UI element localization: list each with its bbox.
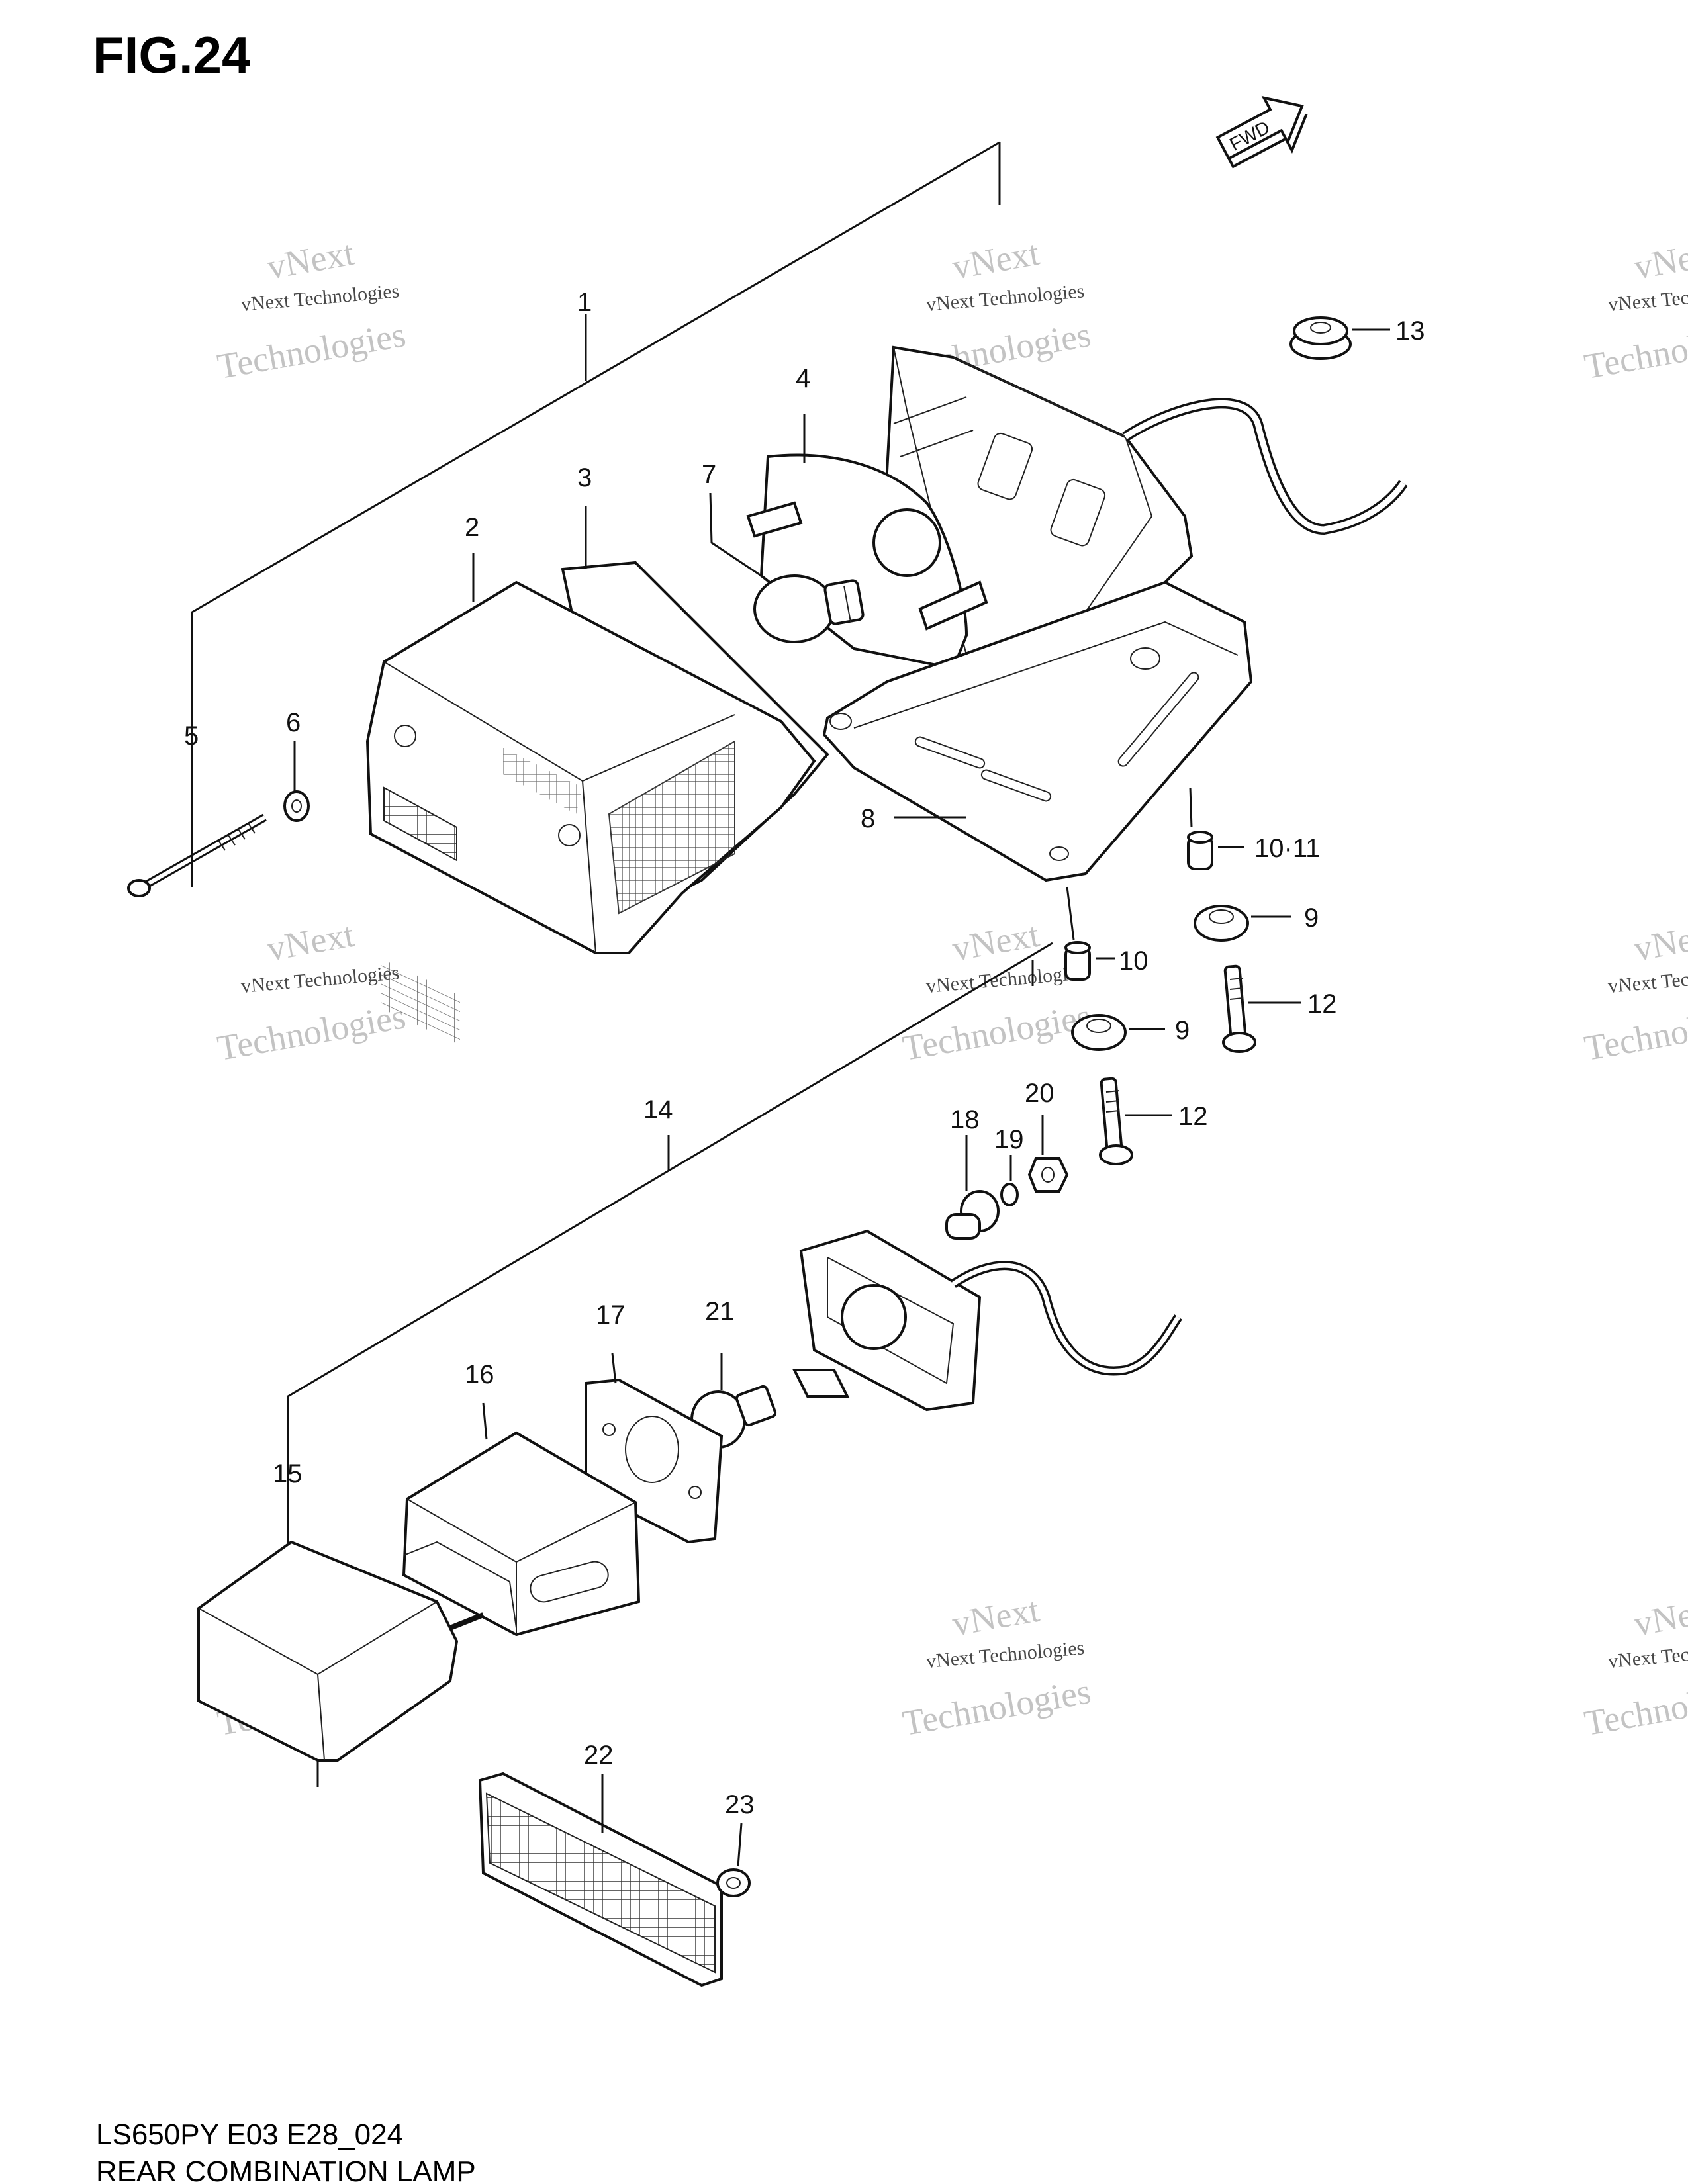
part-20-nut	[1027, 1157, 1069, 1193]
callout-20: 20	[1025, 1079, 1055, 1108]
leader-lines	[191, 328, 1390, 1867]
svg-text:vNext Technologies: vNext Technologies	[240, 962, 400, 997]
callout-17: 17	[596, 1300, 626, 1330]
callout-16: 16	[465, 1360, 494, 1389]
figure-caption: REAR COMBINATION LAMP	[96, 2156, 476, 2184]
callout-18: 18	[950, 1105, 980, 1134]
svg-text:vNext: vNext	[1631, 233, 1688, 287]
svg-text:vNext Technologies: vNext Technologies	[925, 280, 1086, 316]
svg-text:vNext: vNext	[264, 915, 357, 969]
wire-harness-lower	[951, 1261, 1182, 1376]
part-5-bolt	[127, 813, 267, 897]
callout-labels: 1 2 3 4 5 6 7 8 9 9 10 10·11 12 12 13 14…	[184, 288, 1425, 1819]
callout-10: 10	[1119, 946, 1149, 976]
svg-text:Technologies: Technologies	[1581, 1671, 1688, 1743]
part-13-grommet	[1289, 316, 1352, 360]
part-15-lens	[197, 1540, 485, 1762]
group-line-14	[287, 942, 1053, 1555]
part-9-grommet-lower	[1071, 1014, 1127, 1051]
callout-8: 8	[861, 804, 875, 833]
part-23-nut	[716, 1868, 751, 1897]
svg-text:vNext: vNext	[949, 1590, 1042, 1644]
svg-text:vNext: vNext	[949, 233, 1042, 287]
svg-text:vNext: vNext	[264, 233, 357, 287]
svg-text:Technologies: Technologies	[900, 1671, 1094, 1743]
callout-23: 23	[725, 1790, 755, 1819]
svg-text:vNext Technologies: vNext Technologies	[1607, 280, 1688, 316]
callout-1: 1	[577, 288, 592, 317]
svg-text:vNext: vNext	[1631, 915, 1688, 969]
part-7-bulb	[753, 574, 865, 643]
callout-9a: 9	[1304, 903, 1319, 933]
callout-12a: 12	[1307, 989, 1337, 1019]
callout-10-11: 10·11	[1254, 834, 1320, 863]
callout-13: 13	[1395, 316, 1425, 345]
callout-7: 7	[702, 460, 716, 489]
svg-text:vNext Technologies: vNext Technologies	[925, 962, 1086, 997]
svg-text:Technologies: Technologies	[900, 996, 1094, 1068]
model-code: LS650PY E03 E28_024	[96, 2118, 403, 2151]
callout-19: 19	[994, 1125, 1024, 1154]
svg-text:Technologies: Technologies	[1581, 996, 1688, 1068]
part-12-bolt-lower	[1099, 1077, 1133, 1165]
part-18-stud	[945, 1190, 1000, 1240]
part-2-tail-lamp-lens	[365, 580, 816, 1046]
svg-text:vNext Technologies: vNext Technologies	[1607, 1637, 1688, 1672]
part-12-bolt-upper	[1222, 964, 1256, 1053]
figure-title: FIG.24	[93, 26, 250, 84]
callout-6: 6	[286, 708, 301, 737]
part-22-reflector	[478, 1772, 723, 1987]
callout-5: 5	[184, 721, 199, 751]
callout-15: 15	[273, 1459, 303, 1488]
callout-2: 2	[465, 513, 479, 542]
svg-text:vNext: vNext	[949, 915, 1042, 969]
callout-22: 22	[584, 1741, 614, 1770]
svg-text:Technologies: Technologies	[1581, 314, 1688, 387]
callout-4: 4	[796, 364, 810, 393]
callout-3: 3	[577, 463, 592, 492]
svg-text:vNext Technologies: vNext Technologies	[240, 280, 400, 316]
svg-text:vNext Technologies: vNext Technologies	[925, 1637, 1086, 1672]
svg-text:vNext Technologies: vNext Technologies	[1607, 962, 1688, 997]
svg-text:Technologies: Technologies	[214, 996, 408, 1068]
license-lamp-housing	[792, 1229, 982, 1412]
callout-9b: 9	[1175, 1016, 1190, 1045]
callout-12b: 12	[1178, 1102, 1208, 1131]
part-10-spacer	[1064, 941, 1091, 981]
part-9-grommet-upper	[1194, 905, 1249, 942]
part-6-washer	[283, 741, 310, 822]
svg-text:Technologies: Technologies	[214, 314, 408, 387]
callout-21: 21	[705, 1297, 735, 1326]
part-16-bracket	[402, 1431, 641, 1637]
part-8-bracket	[822, 580, 1253, 882]
svg-text:vNext: vNext	[1631, 1590, 1688, 1644]
part-19-washer	[1000, 1183, 1019, 1206]
part-10-11-spacer	[1187, 831, 1213, 870]
fwd-arrow-badge: FWD	[1215, 95, 1308, 169]
callout-14: 14	[643, 1095, 673, 1124]
